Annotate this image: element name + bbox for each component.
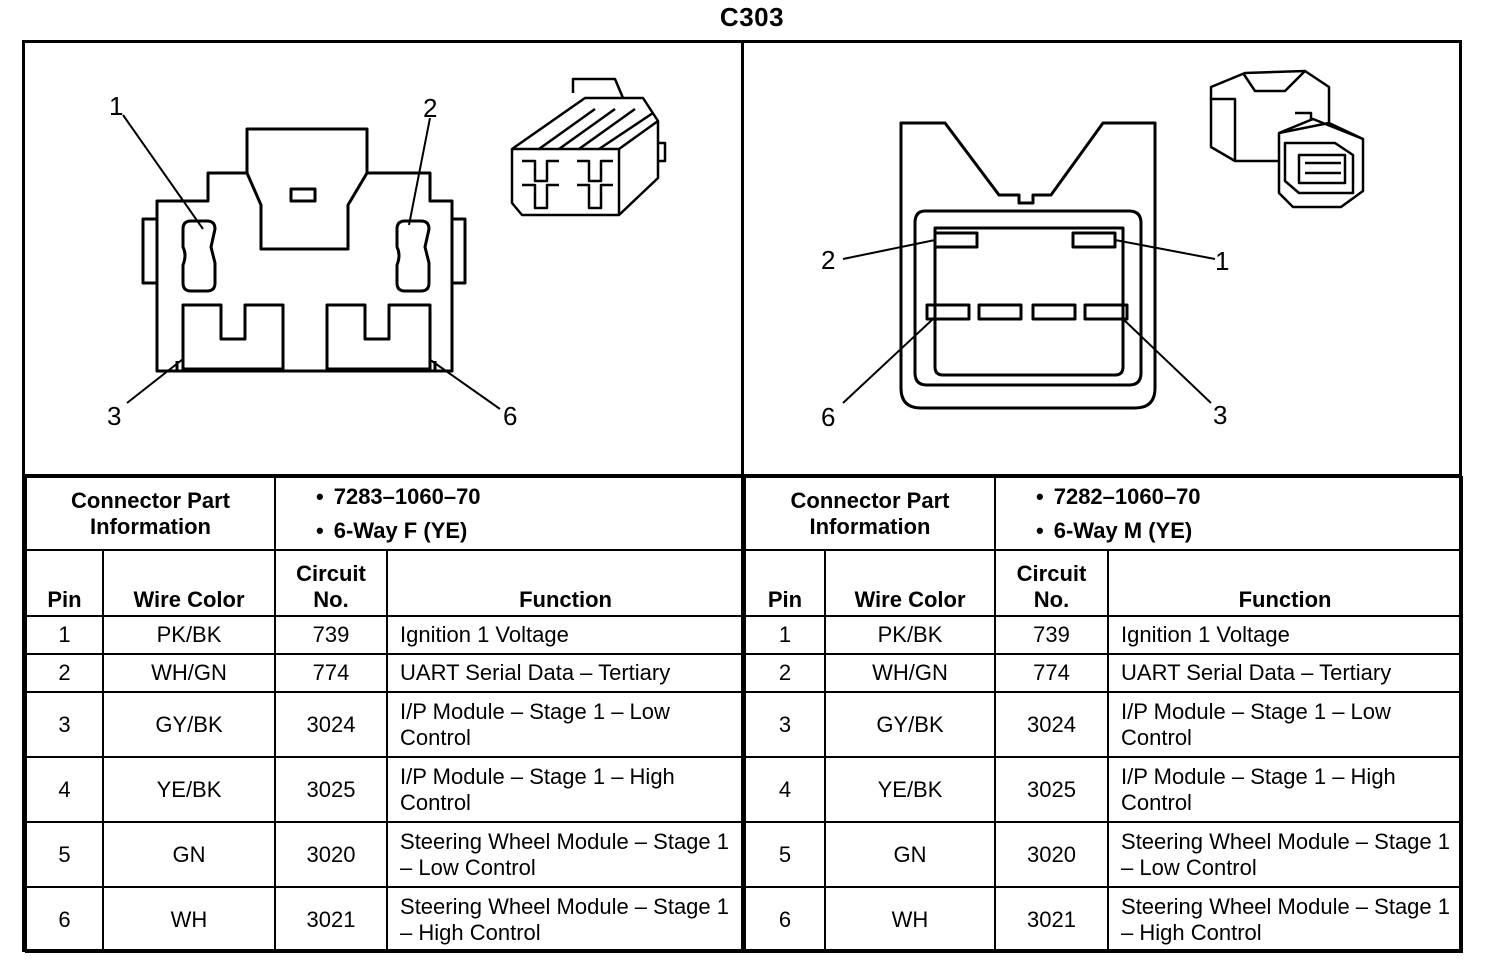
pin-cell: 2: [25, 653, 104, 693]
female-connector-face-diagram: [122, 77, 667, 410]
pin-cell: 4: [25, 756, 104, 823]
circuit-cell: 774: [274, 653, 389, 693]
page-title: C303: [719, 2, 785, 32]
circuit-cell: 739: [994, 615, 1110, 655]
table-row: 4 YE/BK 3025 I/P Module – Stage 1 – High…: [25, 756, 746, 823]
function-cell: I/P Module – Stage 1 – High Control: [386, 756, 746, 823]
pin-cell: 1: [25, 615, 104, 655]
function-cell: UART Serial Data – Tertiary: [1107, 653, 1464, 693]
function-header: Function: [386, 549, 746, 617]
circuit-cell: 3021: [274, 886, 389, 953]
header-row: Pin Wire Color Circuit No. Function: [744, 549, 1464, 617]
function-cell: I/P Module – Stage 1 – High Control: [1107, 756, 1464, 823]
table-row: 1 PK/BK 739 Ignition 1 Voltage: [25, 615, 746, 655]
wire-color-cell: WH/GN: [101, 653, 277, 693]
wire-color-header: Wire Color: [101, 549, 277, 617]
pin-cell: 5: [25, 821, 104, 888]
circuit-cell: 3024: [994, 691, 1110, 758]
wire-color-cell: YE/BK: [823, 756, 997, 823]
female-pinout-table: Connector Part Information •7283–1060–70…: [24, 476, 746, 953]
part-number: 7283–1060–70: [333, 483, 481, 509]
function-cell: UART Serial Data – Tertiary: [386, 653, 746, 693]
function-header: Function: [1107, 549, 1464, 617]
table-row: 1 PK/BK 739 Ignition 1 Voltage: [744, 615, 1464, 655]
table-row: 6 WH 3021 Steering Wheel Module – Stage …: [25, 886, 746, 953]
wire-color-cell: PK/BK: [101, 615, 277, 655]
pin-label-2: 2: [821, 245, 836, 275]
circuit-cell: 774: [994, 653, 1110, 693]
circuit-cell: 739: [274, 615, 389, 655]
table-row: 4 YE/BK 3025 I/P Module – Stage 1 – High…: [744, 756, 1464, 823]
wire-color-header: Wire Color: [823, 549, 997, 617]
part-description: 6-Way F (YE): [333, 517, 468, 543]
connector-part-info-label: Connector Part Information: [24, 476, 277, 551]
pin-cell: 3: [25, 691, 104, 758]
function-cell: I/P Module – Stage 1 – Low Control: [386, 691, 746, 758]
pin-label-6: 6: [503, 401, 518, 431]
circuit-no-header: Circuit No.: [274, 549, 389, 617]
function-cell: Ignition 1 Voltage: [386, 615, 746, 655]
male-pinout-table: Connector Part Information •7282–1060–70…: [743, 476, 1464, 953]
table-row: 5 GN 3020 Steering Wheel Module – Stage …: [744, 821, 1464, 888]
function-cell: Ignition 1 Voltage: [1107, 615, 1464, 655]
pin-header: Pin: [25, 549, 104, 617]
female-connector-panel: 1 2 3 6: [25, 43, 742, 476]
circuit-cell: 3021: [994, 886, 1110, 953]
circuit-cell: 3020: [274, 821, 389, 888]
pin-cell: 6: [744, 886, 826, 953]
table-row: 3 GY/BK 3024 I/P Module – Stage 1 – Low …: [25, 691, 746, 758]
diagram-divider: [22, 474, 1462, 477]
circuit-cell: 3025: [994, 756, 1110, 823]
table-row: 2 WH/GN 774 UART Serial Data – Tertiary: [25, 653, 746, 693]
part-number: 7282–1060–70: [1053, 483, 1201, 509]
wire-color-cell: GN: [101, 821, 277, 888]
table-row: 3 GY/BK 3024 I/P Module – Stage 1 – Low …: [744, 691, 1464, 758]
circuit-cell: 3020: [994, 821, 1110, 888]
pin-cell: 4: [744, 756, 826, 823]
wire-color-cell: WH: [101, 886, 277, 953]
pin-cell: 5: [744, 821, 826, 888]
male-connector-panel: 2 1 6 3: [745, 43, 1459, 476]
pin-label-2: 2: [423, 93, 438, 123]
wire-color-cell: PK/BK: [823, 615, 997, 655]
function-cell: Steering Wheel Module – Stage 1 – Low Co…: [386, 821, 746, 888]
wire-color-cell: WH/GN: [823, 653, 997, 693]
wire-color-cell: GY/BK: [823, 691, 997, 758]
function-cell: Steering Wheel Module – Stage 1 – High C…: [386, 886, 746, 953]
function-cell: I/P Module – Stage 1 – Low Control: [1107, 691, 1464, 758]
pin-cell: 3: [744, 691, 826, 758]
pin-header: Pin: [744, 549, 826, 617]
circuit-cell: 3025: [274, 756, 389, 823]
connector-part-info-label: Connector Part Information: [743, 476, 997, 551]
connector-part-info-value: •7283–1060–70 •6-Way F (YE): [274, 476, 746, 551]
part-description: 6-Way M (YE): [1053, 517, 1193, 543]
male-connector-face-diagram: [842, 69, 1365, 410]
pin-label-3: 3: [1213, 400, 1228, 430]
pin-cell: 2: [744, 653, 826, 693]
table-row: 2 WH/GN 774 UART Serial Data – Tertiary: [744, 653, 1464, 693]
pin-label-1: 1: [1215, 246, 1230, 276]
table-row: 5 GN 3020 Steering Wheel Module – Stage …: [25, 821, 746, 888]
header-row: Pin Wire Color Circuit No. Function: [25, 549, 746, 617]
circuit-cell: 3024: [274, 691, 389, 758]
wire-color-cell: YE/BK: [101, 756, 277, 823]
pin-label-6: 6: [821, 402, 836, 432]
pin-label-1: 1: [109, 91, 124, 121]
connector-part-info-value: •7282–1060–70 •6-Way M (YE): [994, 476, 1464, 551]
pin-cell: 1: [744, 615, 826, 655]
wire-color-cell: WH: [823, 886, 997, 953]
pin-label-3: 3: [107, 401, 122, 431]
pin-cell: 6: [25, 886, 104, 953]
wire-color-cell: GY/BK: [101, 691, 277, 758]
function-cell: Steering Wheel Module – Stage 1 – Low Co…: [1107, 821, 1464, 888]
function-cell: Steering Wheel Module – Stage 1 – High C…: [1107, 886, 1464, 953]
wire-color-cell: GN: [823, 821, 997, 888]
circuit-no-header: Circuit No.: [994, 549, 1110, 617]
connector-part-info-row: Connector Part Information •7282–1060–70…: [743, 476, 1464, 551]
connector-part-info-row: Connector Part Information •7283–1060–70…: [24, 476, 746, 551]
table-row: 6 WH 3021 Steering Wheel Module – Stage …: [744, 886, 1464, 953]
